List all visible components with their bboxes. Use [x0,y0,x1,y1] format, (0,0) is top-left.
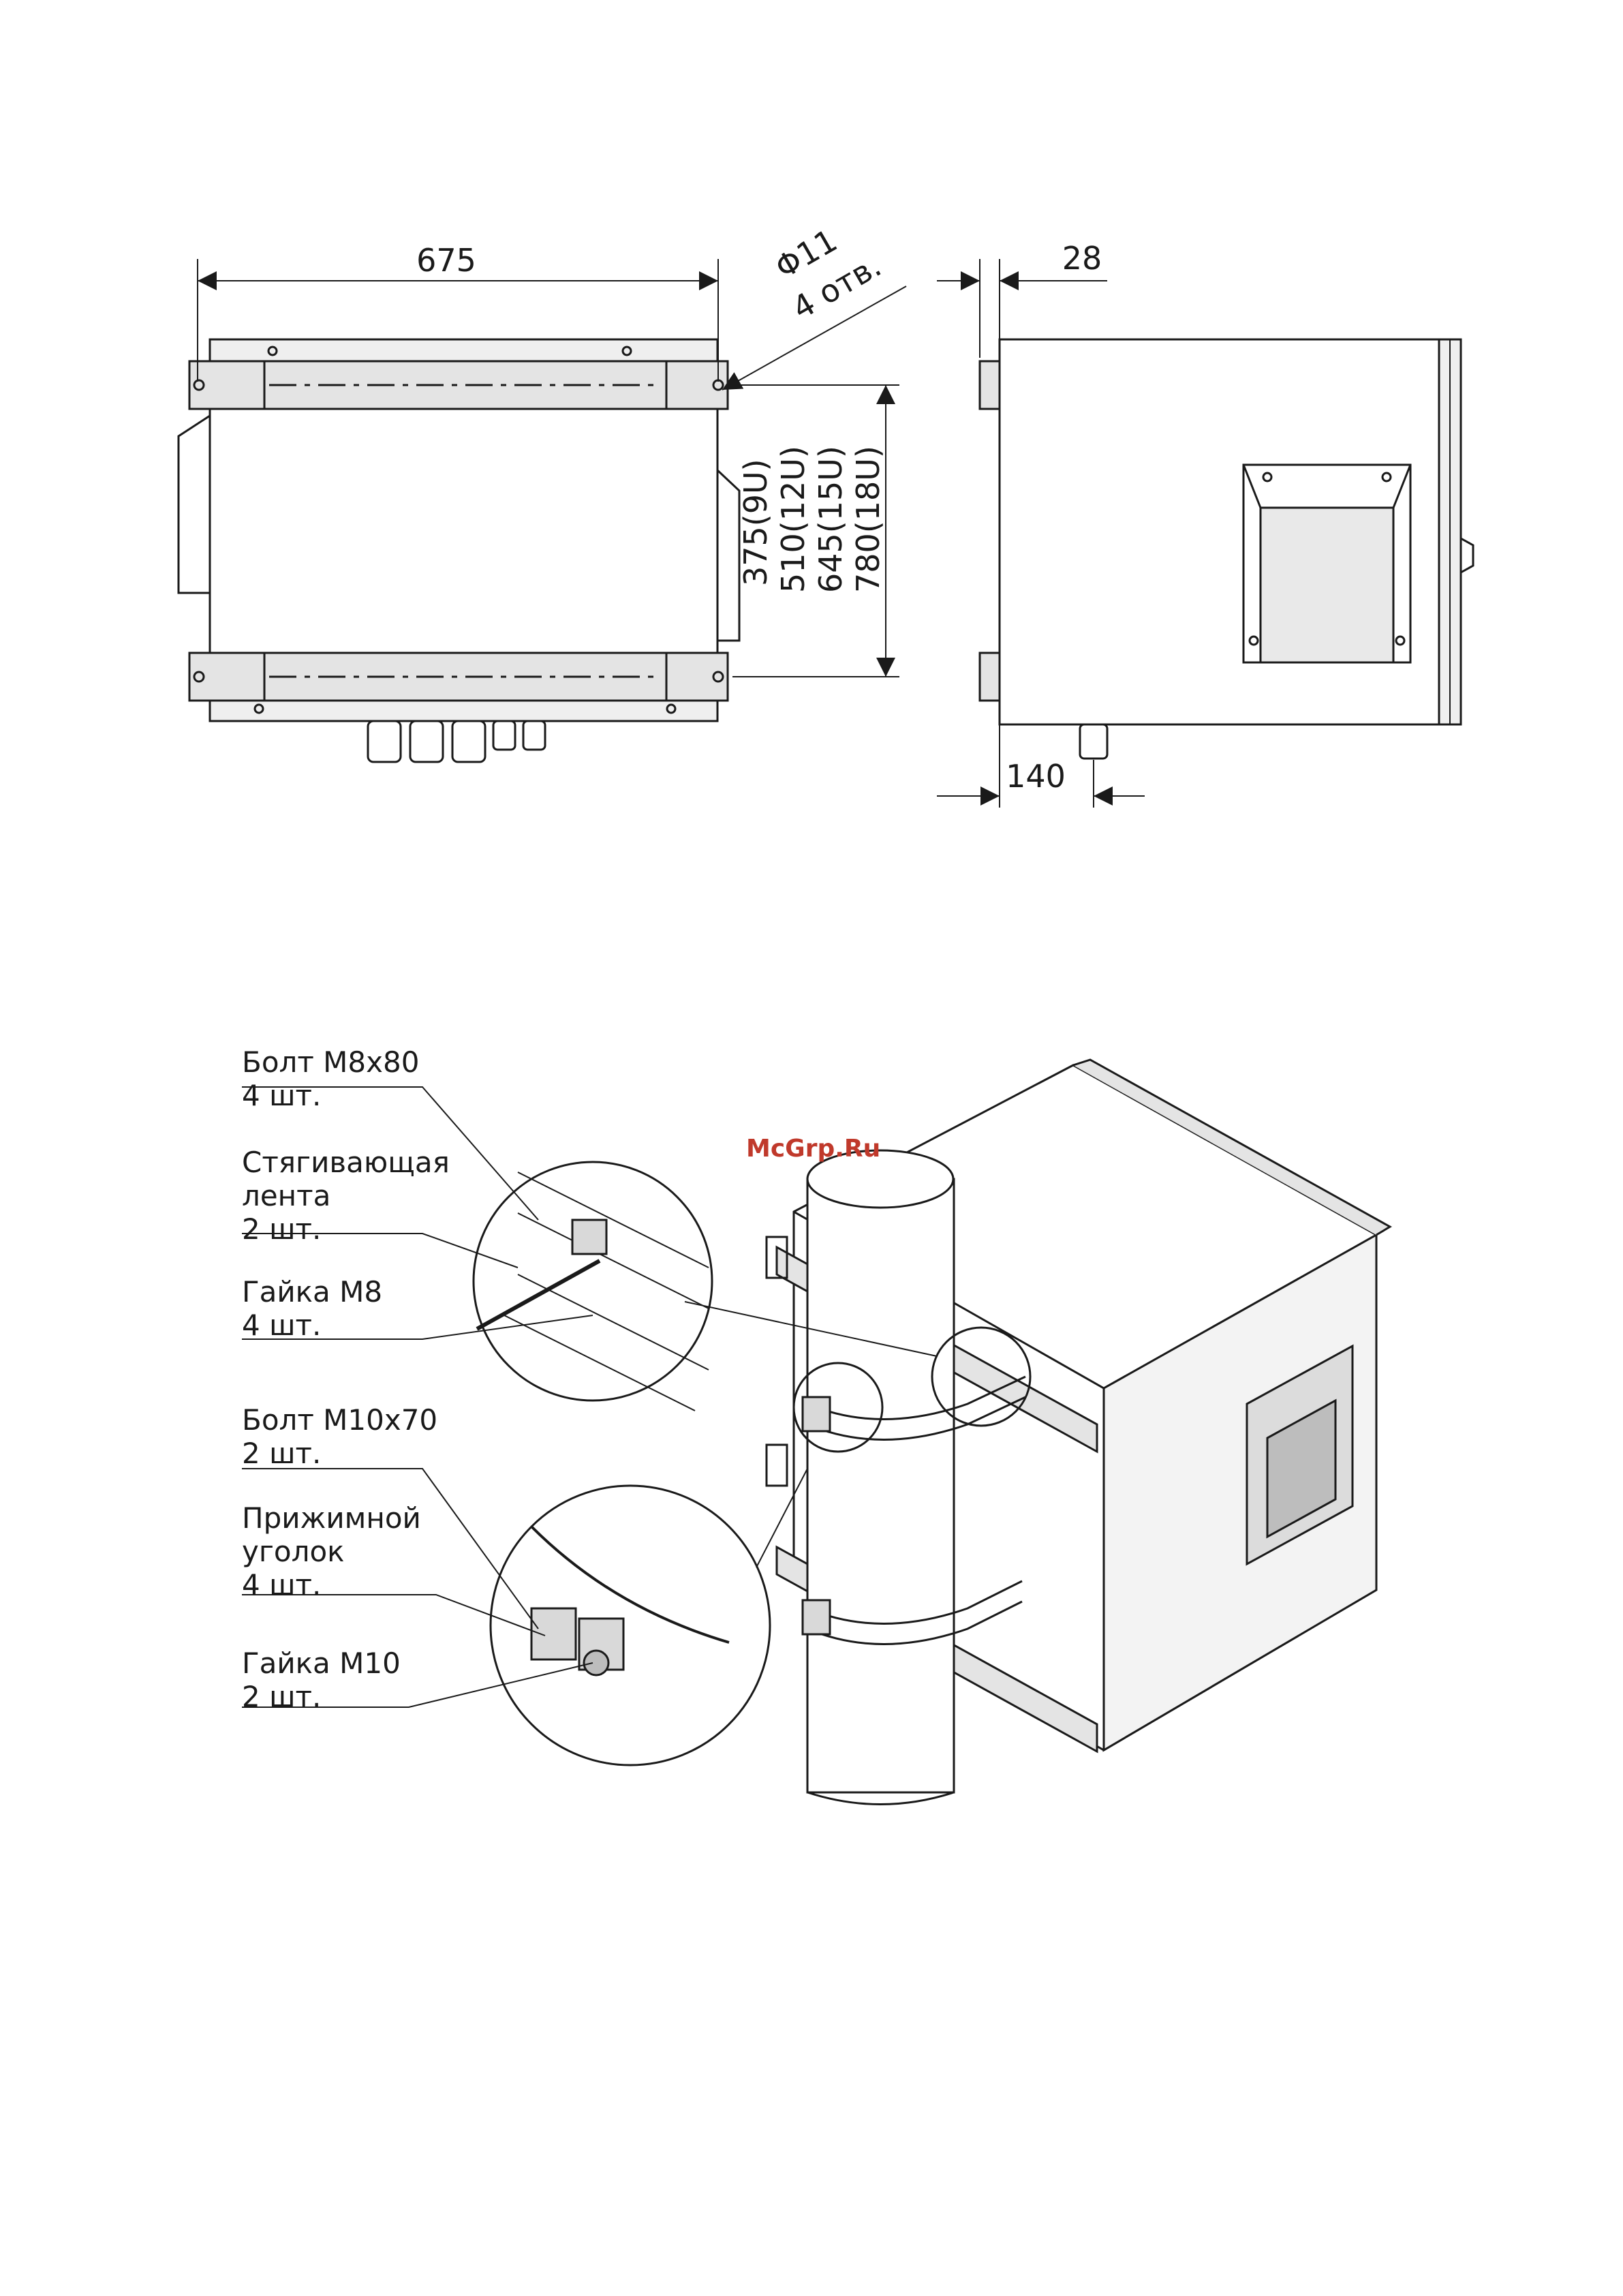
svg-text:уголок: уголок [242,1535,345,1568]
side-view [937,259,1473,808]
vent-louver [1243,465,1410,662]
svg-text:510(12U): 510(12U) [775,446,812,593]
svg-text:Гайка М10: Гайка М10 [242,1647,401,1680]
svg-text:2 шт.: 2 шт. [242,1680,321,1713]
svg-text:Стягивающая: Стягивающая [242,1146,450,1179]
svg-text:лента: лента [242,1179,330,1212]
detail-circle-top [474,1162,712,1400]
svg-text:Болт М8х80: Болт М8х80 [242,1045,419,1079]
svg-text:Гайка М8: Гайка М8 [242,1275,382,1308]
callout-band: Стягивающая лента 2 шт. [242,1146,450,1246]
svg-text:Болт М10х70: Болт М10х70 [242,1403,437,1437]
callout-nut-m10: Гайка М10 2 шт. [242,1647,401,1713]
svg-text:645(15U): 645(15U) [812,446,849,593]
watermark: McGrp.Ru [746,1135,880,1163]
svg-text:4 шт.: 4 шт. [242,1079,321,1112]
svg-text:4 шт.: 4 шт. [242,1308,321,1342]
svg-text:4 шт.: 4 шт. [242,1568,321,1602]
svg-text:780(18U): 780(18U) [850,446,886,593]
dim-depth-140: 140 [1006,758,1066,795]
dim-heights: 375(9U) 510(12U) 645(15U) 780(18U) [737,446,886,593]
dim-width-675: 675 [416,242,476,279]
cable-glands [368,721,545,762]
svg-text:2 шт.: 2 шт. [242,1212,321,1246]
callout-bolt-m10: Болт М10х70 2 шт. [242,1403,437,1470]
callout-nut-m8: Гайка М8 4 шт. [242,1275,382,1342]
mounting-pole [807,1150,954,1805]
callout-bracket: Прижимной уголок 4 шт. [242,1501,421,1602]
svg-text:375(9U): 375(9U) [737,459,774,586]
svg-text:Прижимной: Прижимной [242,1501,421,1535]
svg-text:2 шт.: 2 шт. [242,1437,321,1470]
dim-flange-28: 28 [1062,240,1102,277]
callout-bolt-m8: Болт М8х80 4 шт. [242,1045,419,1112]
